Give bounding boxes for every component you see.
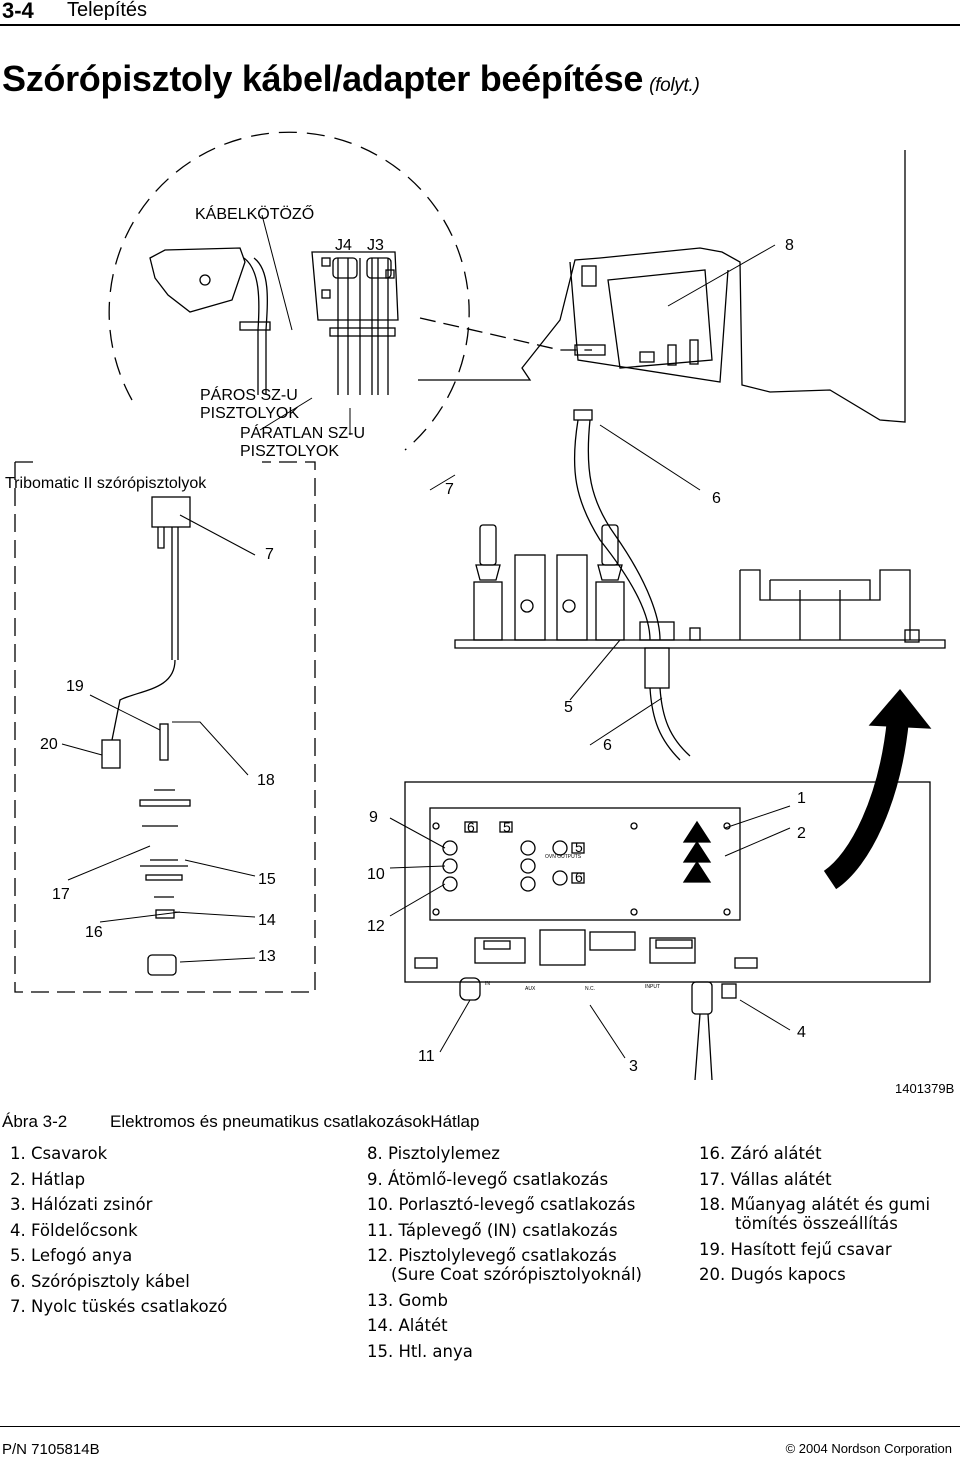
fittings-assembly xyxy=(454,524,946,761)
tag-6b: 6 xyxy=(575,869,583,885)
rotation-arrow-head xyxy=(868,688,932,729)
legend-item: 9. Átömlő-levegő csatlakozás xyxy=(367,1169,609,1189)
legend-column-1: 1. Csavarok 2. Hátlap 3. Hálózati zsinór… xyxy=(10,1144,227,1316)
callout-20: 20 xyxy=(40,736,58,753)
label-j4: J4 xyxy=(335,237,352,254)
callout-3: 3 xyxy=(629,1058,638,1075)
svg-text:INPUT: INPUT xyxy=(645,984,660,990)
label-j3: J3 xyxy=(367,237,384,254)
legend-item: 18. Műanyag alátét és gumi xyxy=(699,1195,931,1214)
callout-4: 4 xyxy=(797,1024,806,1041)
callouts: 8 7 6 7 19 5 20 6 18 1 9 2 17 15 10 16 1… xyxy=(40,237,806,1075)
copyright: © 2004 Nordson Corporation xyxy=(785,1441,952,1456)
svg-text:IN: IN xyxy=(485,981,490,987)
callout-10: 10 xyxy=(367,866,385,883)
tag-6a: 6 xyxy=(467,819,475,835)
page-title-continued: (folyt.) xyxy=(649,75,700,96)
legend-item: 5. Lefogó anya xyxy=(10,1246,133,1265)
svg-text:AUX: AUX xyxy=(525,986,536,992)
callout-17: 17 xyxy=(52,886,70,903)
wiring-diagram: IN AUX N.C. INPUT OVN OUTPUTS 6 5 5 6 xyxy=(5,131,946,1081)
section-title: Telepítés xyxy=(67,0,148,21)
back-panel: IN AUX N.C. INPUT OVN OUTPUTS xyxy=(404,781,931,1081)
legend-item: 6. Szórópisztoly kábel xyxy=(10,1271,190,1291)
footer-rule xyxy=(0,1426,960,1427)
legend-item-continuation: (Sure Coat szórópisztolyoknál) xyxy=(391,1265,642,1284)
callout-1: 1 xyxy=(797,790,806,807)
legend-item: 11. Táplevegő (IN) csatlakozás xyxy=(367,1220,618,1240)
page-title: Szórópisztoly kábel/adapter beépítése(fo… xyxy=(2,58,700,100)
legend-item: 10. Porlasztó-levegő csatlakozás xyxy=(367,1195,636,1214)
detail-leader-line xyxy=(419,317,592,351)
callout-19: 19 xyxy=(66,678,84,695)
legend-column-3: 16. Záró alátét 17. Vállas alátét 18. Mű… xyxy=(699,1144,930,1284)
legend-item: 13. Gomb xyxy=(367,1290,448,1310)
legend-item: 7. Nyolc tüskés csatlakozó xyxy=(10,1297,228,1316)
gun-plate-unit xyxy=(418,150,906,641)
callout-13: 13 xyxy=(258,948,276,965)
label-odd-guns-2: PISZTOLYOK xyxy=(240,443,339,460)
tag-5a: 5 xyxy=(503,819,511,835)
label-cable-tie: KÁBELKÖTÖZŐ xyxy=(195,204,314,223)
svg-text:N.C.: N.C. xyxy=(585,986,595,992)
legend-item: 17. Vállas alátét xyxy=(699,1169,832,1189)
callout-5: 5 xyxy=(564,699,573,716)
callout-9: 9 xyxy=(369,809,378,826)
legend-item: 12. Pisztolylevegő csatlakozás xyxy=(367,1246,617,1265)
panel-tags: 6 5 5 6 xyxy=(467,819,583,885)
legend-item: 3. Hálózati zsinór xyxy=(10,1195,153,1214)
legend-item: 2. Hátlap xyxy=(10,1169,86,1189)
legend-item: 20. Dugós kapocs xyxy=(699,1265,846,1284)
part-number: P/N 7105814B xyxy=(2,1441,100,1458)
detail-circle xyxy=(108,131,470,451)
callout-2: 2 xyxy=(797,825,806,842)
legend-item: 4. Földelőcsonk xyxy=(10,1220,138,1240)
figure-number: Ábra 3-2 xyxy=(2,1112,68,1131)
callout-14: 14 xyxy=(258,912,276,929)
section-number: 3-4 xyxy=(2,0,34,23)
callout-7a: 7 xyxy=(445,481,454,498)
label-odd-guns-1: PÁRATLAN SZ-U xyxy=(240,423,365,442)
legend-item: 19. Hasított fejű csavar xyxy=(699,1239,892,1259)
legend-item-continuation: tömítés összeállítás xyxy=(735,1214,898,1233)
callout-11: 11 xyxy=(418,1048,435,1065)
label-even-guns-2: PISZTOLYOK xyxy=(200,405,299,422)
callout-18: 18 xyxy=(257,772,275,789)
legend-item: 1. Csavarok xyxy=(10,1144,108,1163)
legend-item: 8. Pisztolylemez xyxy=(367,1144,500,1163)
callout-7b: 7 xyxy=(265,546,274,563)
page-title-text: Szórópisztoly kábel/adapter beépítése xyxy=(2,58,644,99)
detail-bracket xyxy=(149,247,399,395)
callout-6a: 6 xyxy=(712,490,721,507)
rotation-arrow xyxy=(823,718,909,890)
gun-connector-box xyxy=(14,461,316,993)
parts-stack xyxy=(101,496,191,976)
callout-15: 15 xyxy=(258,871,276,888)
legend-item: 15. Htl. anya xyxy=(367,1341,473,1361)
leader-lines xyxy=(61,214,791,1059)
label-tribomatic: Tribomatic II szórópisztolyok xyxy=(5,475,207,492)
figure-caption: Elektromos és pneumatikus csatlakozásokH… xyxy=(110,1112,480,1131)
callout-16: 16 xyxy=(85,924,103,941)
drawing-number: 1401379B xyxy=(895,1081,955,1096)
legend-column-2: 8. Pisztolylemez 9. Átömlő-levegő csatla… xyxy=(367,1144,642,1361)
callout-6b: 6 xyxy=(603,737,612,754)
header-rule xyxy=(0,24,960,26)
tag-5b: 5 xyxy=(575,839,583,855)
svg-text:OVN OUTPUTS: OVN OUTPUTS xyxy=(545,854,582,860)
callout-8: 8 xyxy=(785,237,794,254)
label-even-guns-1: PÁROS SZ-U xyxy=(200,385,298,404)
legend-item: 14. Alátét xyxy=(367,1316,448,1335)
callout-12: 12 xyxy=(367,918,385,935)
legend-item: 16. Záró alátét xyxy=(699,1144,822,1163)
